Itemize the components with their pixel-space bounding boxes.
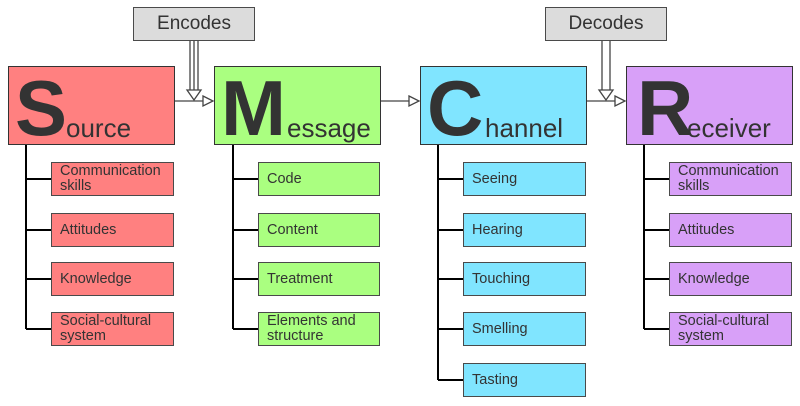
channel-rest: hannel (485, 113, 564, 143)
channel-box: C hannel (420, 64, 587, 152)
receiver-item: Knowledge (669, 262, 792, 296)
receiver-item: Communication skills (669, 162, 792, 196)
source-item: Attitudes (51, 213, 174, 247)
arrowhead-encodes (185, 89, 203, 102)
message-box: M essage (214, 64, 381, 152)
source-initial: S (15, 64, 68, 152)
channel-item: Seeing (463, 162, 586, 196)
channel-item: Touching (463, 262, 586, 296)
source-rest: ource (66, 113, 132, 143)
receiver-box: R eceiver (626, 64, 793, 152)
receiver-initial: R (637, 64, 694, 152)
encodes-label: Encodes (157, 13, 231, 34)
source-item: Knowledge (51, 262, 174, 296)
message-rest: essage (287, 113, 371, 143)
arrowhead-decodes (597, 89, 615, 102)
arrowhead-message-channel (408, 94, 421, 108)
channel-item: Tasting (463, 363, 586, 397)
source-item: Social-cultural system (51, 312, 174, 346)
arrowhead-channel-receiver (614, 94, 627, 108)
message-initial: M (221, 64, 286, 152)
channel-initial: C (427, 64, 484, 152)
arrowhead-source-message (202, 94, 215, 108)
source-box: S ource (8, 64, 175, 152)
receiver-rest: eceiver (687, 113, 771, 143)
message-item: Treatment (258, 262, 380, 296)
message-item: Content (258, 213, 380, 247)
decodes-label: Decodes (568, 13, 644, 34)
receiver-item: Attitudes (669, 213, 792, 247)
message-item: Code (258, 162, 380, 196)
decodes-box: Decodes (545, 7, 667, 41)
source-item: Communication skills (51, 162, 174, 196)
channel-item: Smelling (463, 312, 586, 346)
receiver-item: Social-cultural system (669, 312, 792, 346)
encodes-box: Encodes (133, 7, 255, 41)
channel-item: Hearing (463, 213, 586, 247)
message-item: Elements and structure (258, 312, 380, 346)
